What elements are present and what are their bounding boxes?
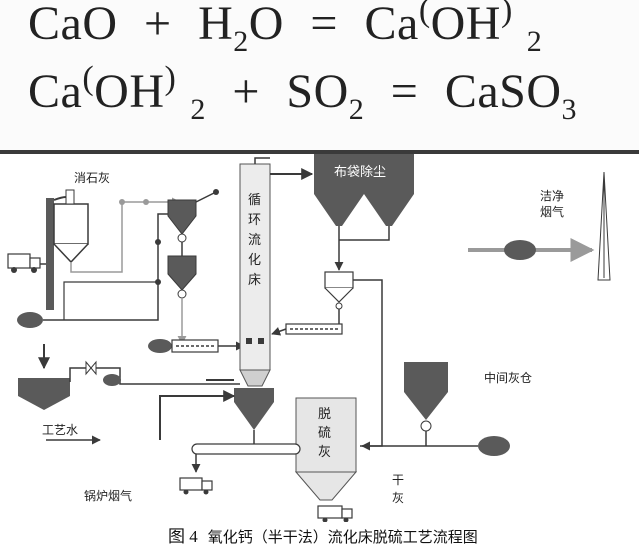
label-cfb-char: 环 xyxy=(248,213,261,228)
section-divider xyxy=(0,150,639,154)
recirculation-conveyor xyxy=(285,323,343,335)
lime-delivery-truck-icon xyxy=(7,253,46,273)
eq-paren: ) xyxy=(164,60,177,97)
label-dry-ash: 灰 xyxy=(392,491,404,505)
eq-subscript: 2 xyxy=(348,93,365,126)
process-water-tank xyxy=(18,378,70,410)
eq-paren: ( xyxy=(418,0,431,29)
bottom-ash-conveyor xyxy=(191,443,301,455)
label-cfb-char: 循 xyxy=(248,193,261,208)
label-cfb-char: 流 xyxy=(248,233,261,248)
label-baghouse: 布袋除尘 xyxy=(334,165,386,180)
eq-subscript: 2 xyxy=(190,93,206,126)
figure-number: 图 4 xyxy=(168,527,198,546)
induced-draft-fan-icon xyxy=(504,240,536,260)
ash-separator xyxy=(324,271,354,310)
label-clean-flue-gas: 洁净 xyxy=(540,189,564,203)
eq-subscript: 3 xyxy=(561,93,578,126)
bottom-ash-truck-icon xyxy=(179,477,213,495)
bucket-elevator xyxy=(46,198,54,310)
label-intermediate-ash-silo: 中间灰仓 xyxy=(484,370,532,385)
eq-paren: ) xyxy=(500,0,513,29)
eq-token: + xyxy=(232,65,260,118)
label-lime: 消石灰 xyxy=(74,171,110,185)
eq-token: SO xyxy=(286,65,349,118)
equation-desulfurization: Ca(OH)2 + SO2 = CaSO3 xyxy=(28,60,577,126)
eq-subscript: 2 xyxy=(526,25,543,58)
eq-token: OH xyxy=(94,65,165,118)
water-pump-icon xyxy=(103,374,121,386)
desulfurization-ash-silo xyxy=(294,397,358,501)
figure-title: 氧化钙（半干法）流化床脱硫工艺流程图 xyxy=(207,528,478,546)
label-desulf-ash-char: 灰 xyxy=(318,445,331,460)
lime-feeder-blower-icon xyxy=(148,339,172,353)
circulating-fluidized-bed-column xyxy=(239,163,271,387)
eq-token: CaO xyxy=(28,0,118,50)
eq-token: Ca xyxy=(364,0,419,50)
eq-token: = xyxy=(390,65,419,118)
blower-air-line xyxy=(43,213,168,321)
eq-token: O xyxy=(248,0,284,50)
lime-dosing-hopper-2 xyxy=(167,255,197,299)
eq-token: H xyxy=(198,0,234,50)
eq-token: OH xyxy=(430,0,501,50)
lime-transport-line xyxy=(70,197,181,273)
label-desulf-ash-char: 硫 xyxy=(318,426,331,441)
eq-token: Ca xyxy=(28,65,83,118)
intermediate-ash-silo xyxy=(404,362,448,432)
equations-panel: CaO + H2O = Ca(OH)2 Ca(OH)2 + SO2 = CaSO… xyxy=(0,0,639,150)
air-blower-icon xyxy=(17,312,43,328)
label-cfb-char: 化 xyxy=(248,253,261,268)
eq-paren: ( xyxy=(82,60,95,97)
process-flow-diagram: 消石灰 循 环 流 化 床 xyxy=(7,154,611,522)
eq-token: = xyxy=(310,0,338,50)
label-clean-flue-gas: 烟气 xyxy=(540,204,564,219)
eq-token: + xyxy=(143,0,172,50)
label-boiler-flue-gas: 锅炉烟气 xyxy=(84,488,132,503)
baghouse-filter xyxy=(314,154,414,226)
label-desulf-ash-char: 脱 xyxy=(318,407,331,422)
water-valve-icon xyxy=(85,360,97,376)
ash-truck-icon xyxy=(317,505,353,522)
lime-dosing-hopper-1 xyxy=(167,199,197,243)
figure-caption: 图 4 氧化钙（半干法）流化床脱硫工艺流程图 xyxy=(168,522,478,547)
lime-storage-silo xyxy=(46,189,89,310)
label-dry-ash: 干 xyxy=(392,473,404,487)
ash-conveying-fan-icon xyxy=(478,436,510,456)
label-process-water: 工艺水 xyxy=(42,423,78,437)
cyclone-separator xyxy=(206,379,274,430)
eq-token: CaSO xyxy=(444,65,562,118)
eq-subscript: 2 xyxy=(233,25,249,58)
boiler-flue-gas-line xyxy=(159,390,236,440)
equation-lime-hydration: CaO + H2O = Ca(OH)2 xyxy=(28,0,542,58)
label-cfb-char: 床 xyxy=(248,273,261,288)
water-injection-line xyxy=(69,367,240,385)
